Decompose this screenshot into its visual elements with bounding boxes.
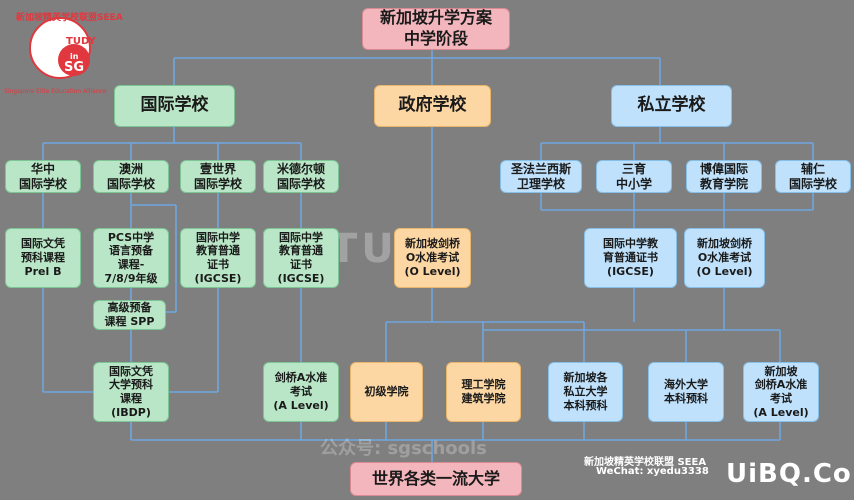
node-overseas-uni: 海外大学 本科预科 [648, 362, 724, 422]
node-sfx-school: 圣法兰西斯 卫理学校 [500, 160, 582, 193]
logo-sub-text: Singapore Elite Education Alliance [4, 88, 107, 95]
node-midelton-school: 米德尔顿 国际学校 [263, 160, 339, 193]
watermark-bottom: 公众号: sgschools [320, 438, 487, 459]
node-boyi-school: 博偉国际 教育学院 [686, 160, 762, 193]
node-ibdp: 国际文凭 大学预科 课程 (IBDP) [93, 362, 169, 422]
node-private-uni: 新加坡各 私立大学 本科预科 [548, 362, 623, 422]
brand-watermark: UiBQ.CoM [726, 459, 854, 489]
node-furen-school: 辅仁 国际学校 [775, 160, 851, 193]
logo-badge-mid: in [70, 52, 79, 61]
node-priv-igcse: 国际中学教 育普通证书 (IGCSE) [584, 228, 677, 288]
node-alevel-intl: 剑桥A水准 考试 (A Level) [263, 362, 339, 422]
node-priv-olevel: 新加坡剑桥 O水准考试 (O Level) [684, 228, 765, 288]
seea-logo [12, 8, 132, 88]
node-gov-olevel: 新加坡剑桥 O水准考试 (O Level) [394, 228, 471, 288]
node-government-schools: 政府学校 [374, 85, 491, 127]
node-polytechnic: 理工学院 建筑学院 [446, 362, 521, 422]
logo-badge-top: TUDY [66, 36, 96, 47]
logo-badge-bottom: SG [64, 60, 85, 75]
logo-arc-text: 新加坡精英学校联盟SEEA [16, 13, 123, 23]
node-prel-b: 国际文凭 预科课程 Prel B [5, 228, 81, 288]
node-private-schools: 私立学校 [611, 85, 732, 127]
node-alevel-sg: 新加坡 剑桥A水准 考试 (A Level) [743, 362, 819, 422]
node-huazhong-school: 华中 国际学校 [5, 160, 81, 193]
node-aozhou-school: 澳洲 国际学校 [93, 160, 169, 193]
node-junior-college: 初级学院 [350, 362, 423, 422]
diagram-title: 新加坡升学方案 中学阶段 [362, 8, 510, 50]
node-world-universities: 世界各类一流大学 [350, 462, 522, 496]
node-igcse-yishijie: 国际中学 教育普通 证书 (IGCSE) [180, 228, 256, 288]
credit-line-1: 新加坡精英学校联盟 SEEA [584, 457, 707, 468]
node-pcs: PCS中学 语言预备 课程- 7/8/9年级 [93, 228, 169, 288]
node-international-schools: 国际学校 [114, 85, 235, 127]
credit-line-2: WeChat: xyedu3338 [596, 466, 709, 477]
node-sanyu-school: 三育 中小学 [596, 160, 672, 193]
node-spp: 高级预备 课程 SPP [93, 300, 166, 330]
node-igcse-midelton: 国际中学 教育普通 证书 (IGCSE) [263, 228, 339, 288]
node-yishijie-school: 壹世界 国际学校 [180, 160, 256, 193]
